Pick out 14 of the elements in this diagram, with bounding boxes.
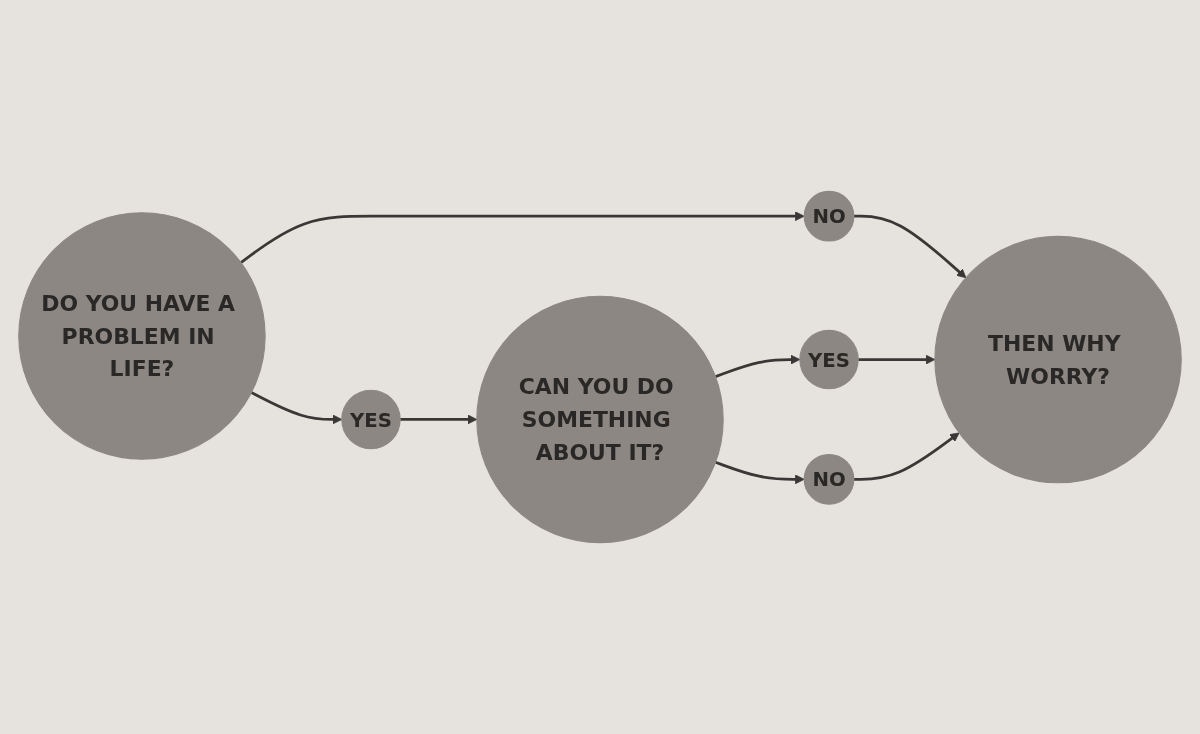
arrow [715, 460, 805, 485]
node-circle: YES [799, 329, 859, 390]
arrow [853, 432, 960, 481]
node-circle: DO YOU HAVE A PROBLEM IN LIFE? [18, 212, 266, 460]
node-circle: CAN YOU DO SOMETHING ABOUT IT? [476, 295, 724, 544]
arrow [715, 354, 801, 378]
node-circle: THEN WHY WORRY? [934, 235, 1182, 484]
arrow [400, 414, 478, 425]
arrow [240, 211, 805, 264]
arrow [858, 354, 936, 365]
node-circle: YES [341, 389, 401, 450]
node-circle: NO [803, 453, 855, 505]
node-circle: NO [803, 190, 855, 242]
arrow [853, 214, 967, 279]
